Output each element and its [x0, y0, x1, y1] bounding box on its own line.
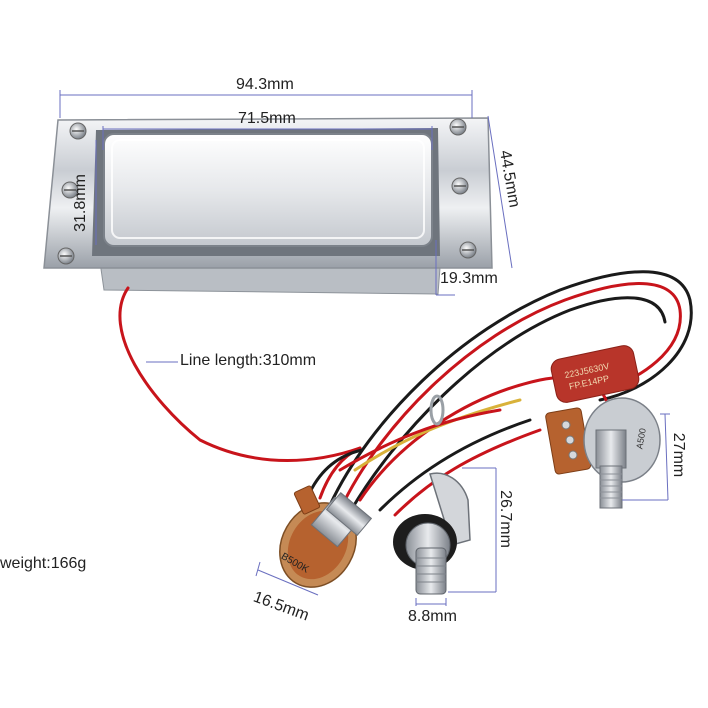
output-jack — [393, 472, 471, 595]
jack-width-label: 8.8mm — [408, 608, 457, 625]
overall-width-label: 94.3mm — [236, 76, 294, 93]
depth-label: 19.3mm — [440, 270, 498, 287]
frame-screw — [449, 118, 467, 136]
pot-right-marking: A500 — [634, 427, 648, 449]
jack-height-label: 26.7mm — [496, 490, 514, 548]
pot-right-height-label: 27mm — [670, 432, 688, 478]
capacitor: 223J5630V FP.E14PP — [550, 345, 640, 403]
inner-width-label: 71.5mm — [238, 110, 296, 127]
frame-screw — [57, 247, 75, 265]
dimension-lines — [59, 90, 670, 606]
frame-screw — [459, 241, 477, 259]
weight-label: weight:166g — [0, 555, 87, 572]
frame-screw — [61, 181, 79, 199]
inner-height-label: 31.8mm — [71, 174, 89, 232]
frame-screw — [69, 122, 87, 140]
frame-screw — [451, 177, 469, 195]
potentiometer-left: B500K — [279, 485, 373, 588]
line-length-label: Line length:310mm — [180, 352, 317, 369]
potentiometer-right: A500 — [545, 397, 661, 509]
pickup — [43, 117, 493, 295]
